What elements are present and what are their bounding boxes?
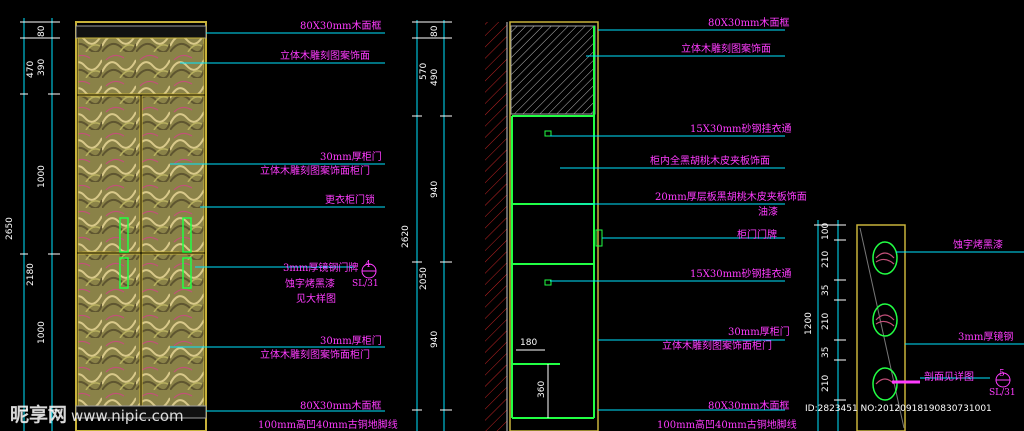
dim-1000a: 1000 xyxy=(37,165,47,188)
dim-s-180: 180 xyxy=(520,338,538,348)
dim-s-80: 80 xyxy=(430,25,440,37)
label-s-rail-upper: 15X30mm砂钢挂衣通 xyxy=(690,124,792,135)
label-skirting: 100mm高凹40mm古铜地脚线 xyxy=(258,420,398,431)
label-s-shelf-a: 20mm厚层板黑胡桃木皮夹板饰面 xyxy=(655,192,807,203)
label-s-skirting: 100mm高凹40mm古铜地脚线 xyxy=(657,420,797,431)
dim-d-210a: 210 xyxy=(821,250,831,268)
label-s-top-frame: 80X30mm木面框 xyxy=(708,18,790,29)
label-door-lower-a: 30mm厚柜门 xyxy=(320,336,382,347)
dim-1000b: 1000 xyxy=(37,321,47,344)
callout-d-sheet: SL/31 xyxy=(989,388,1016,398)
label-s-door-a: 30mm厚柜门 xyxy=(728,327,790,338)
callout-d-number: 5 xyxy=(999,369,1005,379)
panel1-elevation xyxy=(20,18,385,431)
dim-2180: 2180 xyxy=(26,263,36,286)
dim-s-360: 360 xyxy=(537,380,547,398)
label-s-door-b: 立体木雕刻图案饰面柜门 xyxy=(662,341,772,352)
label-carved-panel: 立体木雕刻图案饰面 xyxy=(280,51,370,62)
panel3-detail xyxy=(814,220,1024,431)
label-door-upper-b: 立体木雕刻图案饰面柜门 xyxy=(260,166,370,177)
dim-390: 390 xyxy=(37,58,47,76)
label-bottom-frame: 80X30mm木面框 xyxy=(300,401,382,412)
dim-d-210c: 210 xyxy=(821,374,831,392)
label-s-shelf-b: 油漆 xyxy=(758,207,778,218)
label-s-interior: 柜内全黑胡桃木皮夹板饰面 xyxy=(650,156,770,167)
label-s-carved: 立体木雕刻图案饰面 xyxy=(681,44,771,55)
label-lock: 更衣柜门锁 xyxy=(325,195,375,206)
panel2-section xyxy=(412,20,785,431)
label-plate-c: 见大样图 xyxy=(296,294,336,305)
label-door-lower-b: 立体木雕刻图案饰面柜门 xyxy=(260,350,370,361)
dim-d-100: 100 xyxy=(821,222,831,240)
dim-80: 80 xyxy=(37,25,47,37)
dim-s-2620: 2620 xyxy=(401,225,411,248)
image-id-text: ID:2823451 NO:20120918190830731001 xyxy=(805,404,992,414)
callout-sheet: SL/31 xyxy=(352,279,379,289)
dim-d-210b: 210 xyxy=(821,312,831,330)
label-top-frame: 80X30mm木面框 xyxy=(300,21,382,32)
label-s-door-plate: 柜门门牌 xyxy=(737,230,777,241)
dim-d-1200: 1200 xyxy=(804,312,814,335)
label-d-mirror-steel: 3mm厚镜钢 xyxy=(958,332,1014,343)
label-d-section: 剖面见详图 xyxy=(924,372,974,383)
dim-s-940b: 940 xyxy=(430,330,440,348)
dim-2650: 2650 xyxy=(5,217,15,240)
dim-s-2050: 2050 xyxy=(419,267,429,290)
label-plate-b: 蚀字烤黑漆 xyxy=(285,279,335,290)
dim-470: 470 xyxy=(26,60,36,78)
dim-s-940a: 940 xyxy=(430,180,440,198)
label-d-etched: 蚀字烤黑漆 xyxy=(953,240,1003,251)
label-s-bottom-frame: 80X30mm木面框 xyxy=(708,401,790,412)
label-door-upper-a: 30mm厚柜门 xyxy=(320,152,382,163)
callout-number: 4 xyxy=(365,260,371,270)
label-s-rail-lower: 15X30mm砂钢挂衣通 xyxy=(690,269,792,280)
dim-s-490: 490 xyxy=(430,68,440,86)
dim-s-570: 570 xyxy=(419,62,429,80)
label-plate-a: 3mm厚镜钢门牌 xyxy=(283,263,359,274)
dim-d-35a: 35 xyxy=(821,284,831,296)
dim-d-35b: 35 xyxy=(821,346,831,358)
